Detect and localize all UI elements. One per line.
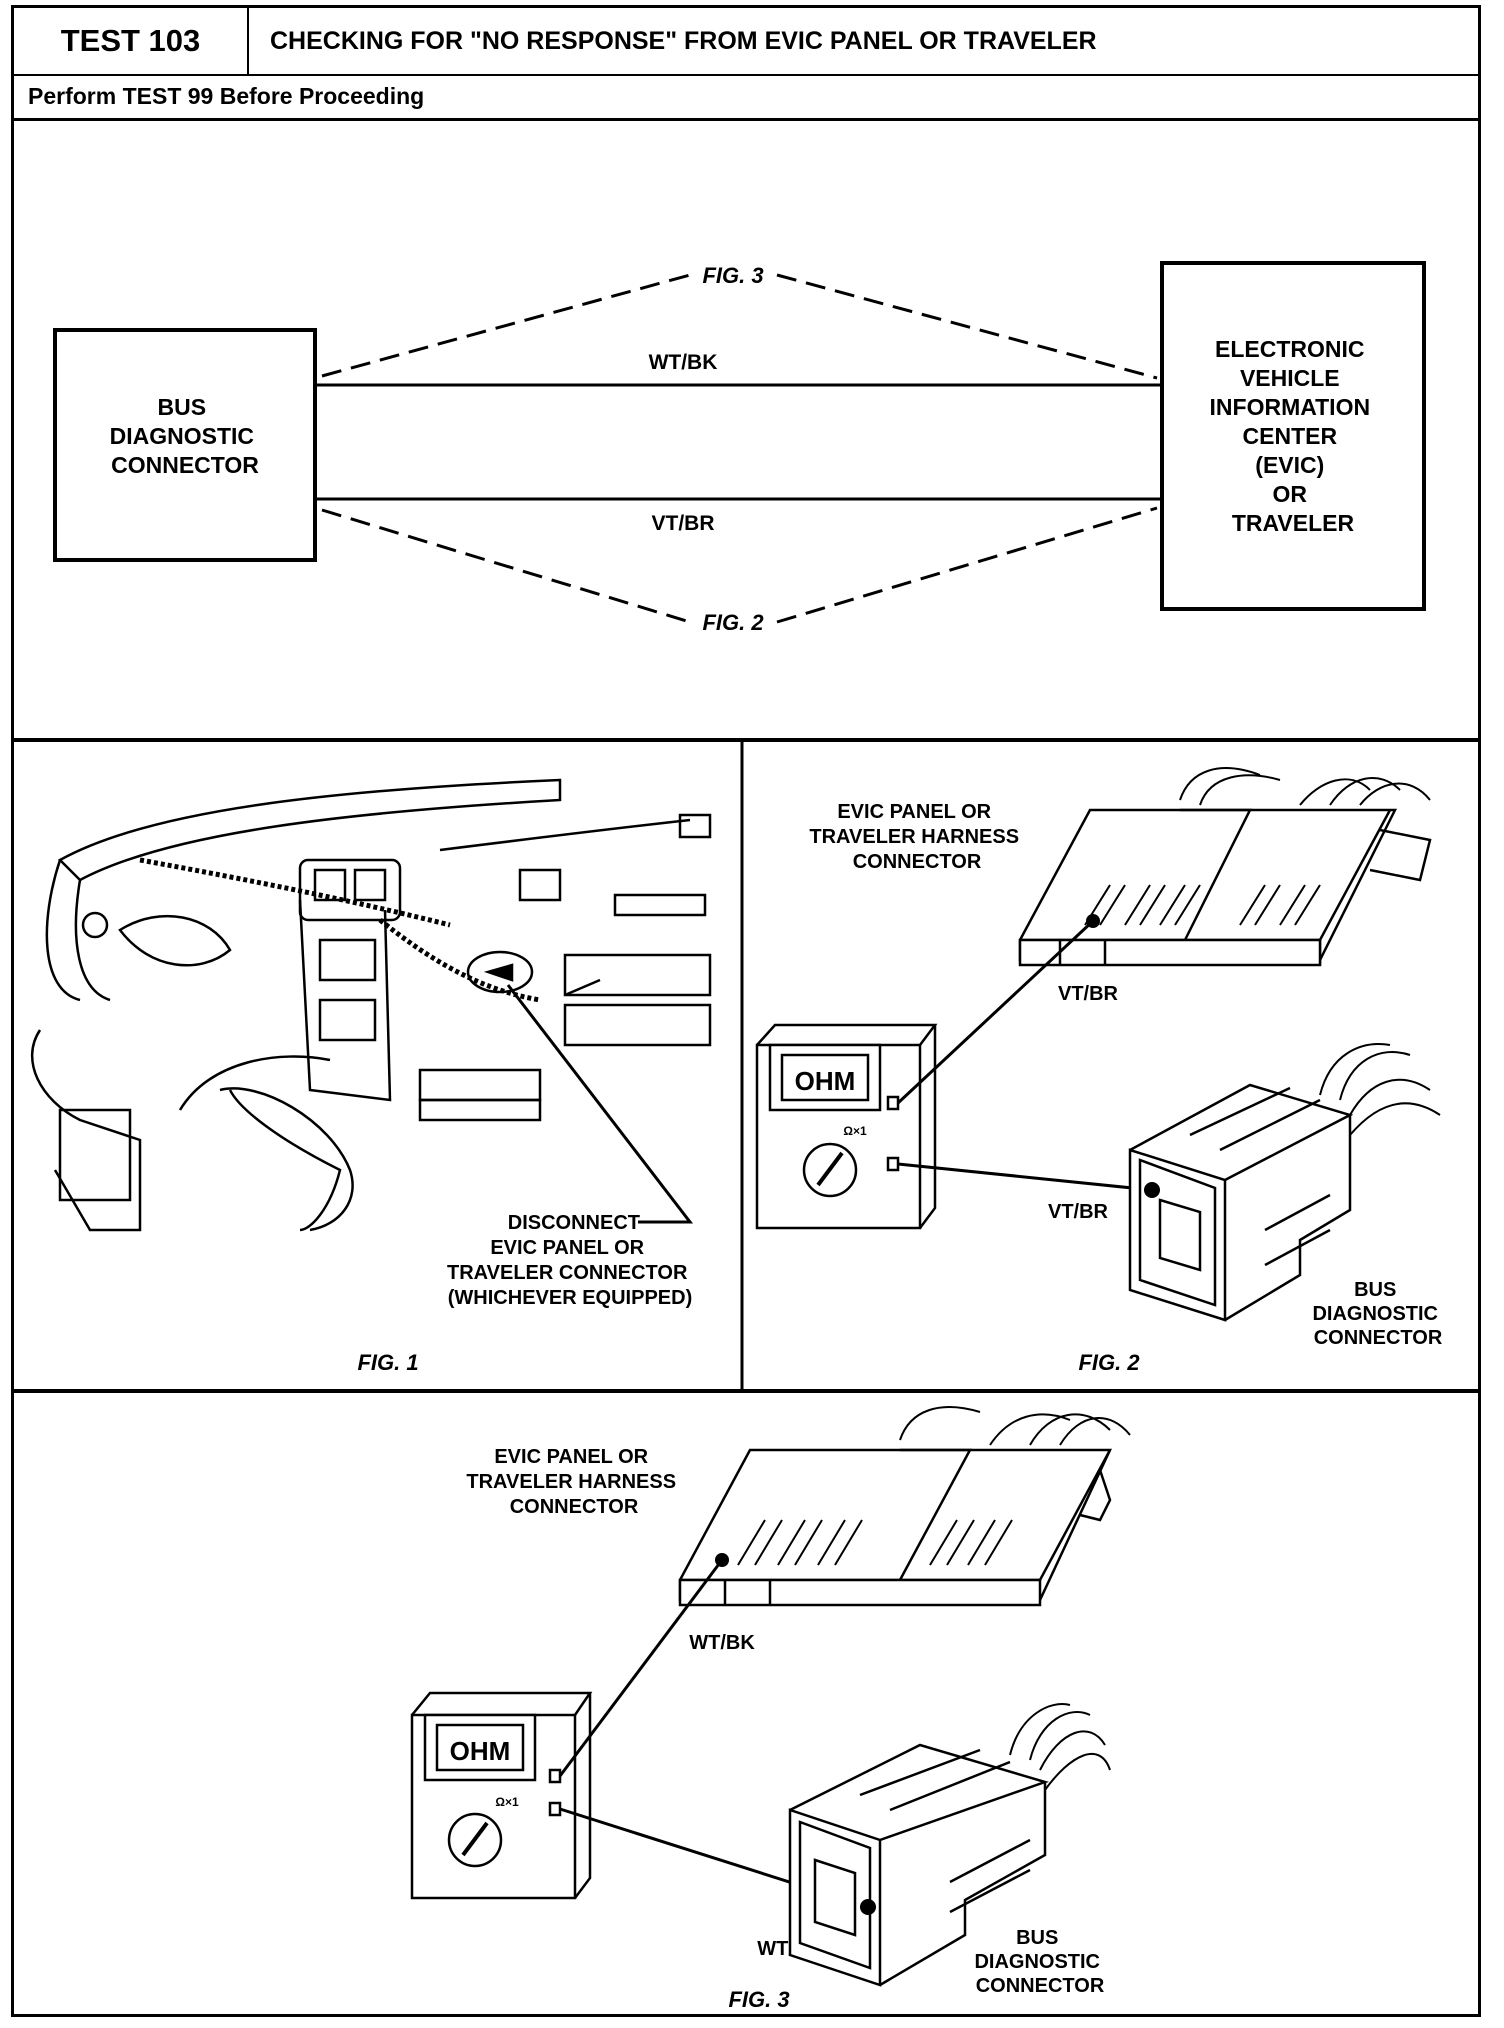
wire-top-label: WT/BK	[649, 351, 718, 374]
fig1-callout-leader	[506, 984, 694, 1224]
fig3-test-lead-top	[558, 1559, 724, 1777]
prerequisite-text: Perform TEST 99 Before Proceeding	[28, 83, 425, 109]
wire-bottom-label: VT/BR	[652, 512, 715, 535]
header-row: TEST 103 CHECKING FOR "NO RESPONSE" FROM…	[14, 8, 1478, 76]
fig2-harness-connector	[1018, 767, 1432, 967]
prerequisite-row: Perform TEST 99 Before Proceeding	[14, 74, 1478, 121]
fig1-callout-rest: EVIC PANEL OR TRAVELER CONNECTOR (WHICHE…	[447, 1237, 693, 1309]
fig1-callout: DISCONNECT	[508, 1212, 640, 1234]
fig2-meter-range: Ω×1	[843, 1124, 867, 1138]
fig2-ohmmeter	[755, 1023, 938, 1230]
dashed-top-label: FIG. 3	[702, 263, 763, 288]
fig3-wire-label-top: WT/BK	[689, 1632, 755, 1654]
test-103-sheet: TEST 103 CHECKING FOR "NO RESPONSE" FROM…	[11, 5, 1481, 2017]
test-title: CHECKING FOR "NO RESPONSE" FROM EVIC PAN…	[270, 27, 1097, 55]
fig3-caption: FIG. 3	[728, 1987, 789, 2012]
dashed-bottom-label: FIG. 2	[702, 610, 764, 635]
fig2-probe-point-bottom	[1144, 1182, 1160, 1198]
fig3-meter-range: Ω×1	[495, 1795, 519, 1809]
fig3-harness-label: EVIC PANEL OR TRAVELER HARNESS CONNECTOR	[466, 1446, 681, 1518]
fig2-wire-label-bottom: VT/BR	[1048, 1201, 1109, 1223]
fig3-meter-display: OHM	[450, 1736, 511, 1766]
fig3-bus-connector	[788, 1703, 1111, 1987]
test-number: TEST 103	[14, 8, 249, 74]
dashed-fig3-path	[321, 273, 1158, 380]
fig2-caption: FIG. 2	[1078, 1350, 1140, 1375]
fig2-bus-label: BUS DIAGNOSTIC CONNECTOR	[1312, 1279, 1443, 1349]
fig1-caption: FIG. 1	[357, 1350, 418, 1375]
dashed-fig2-path	[321, 506, 1158, 624]
fig2-meter-display: OHM	[795, 1066, 856, 1096]
fig2-wire-label-top: VT/BR	[1058, 983, 1119, 1005]
fig3-bus-label: BUS DIAGNOSTIC CONNECTOR	[974, 1927, 1105, 1997]
evic-box	[1160, 261, 1426, 611]
bus-connector-box-label: BUS DIAGNOSTIC CONNECTOR	[110, 394, 261, 478]
fig3-probe-point-bottom	[860, 1899, 876, 1915]
overview-schematic: BUS DIAGNOSTIC CONNECTOR ELECTRONIC VEHI…	[53, 261, 1426, 635]
fig1-dash-illustration	[30, 778, 712, 1232]
bus-connector-box	[53, 328, 317, 562]
fig2-harness-label: EVIC PANEL OR TRAVELER HARNESS CONNECTOR	[809, 801, 1024, 873]
fig2-test-lead-top	[896, 919, 1095, 1105]
fig3-harness-connector	[678, 1406, 1131, 1607]
evic-box-label: ELECTRONIC VEHICLE INFORMATION CENTER (E…	[1210, 336, 1377, 536]
fig2-test-lead-bottom	[897, 1162, 1153, 1192]
